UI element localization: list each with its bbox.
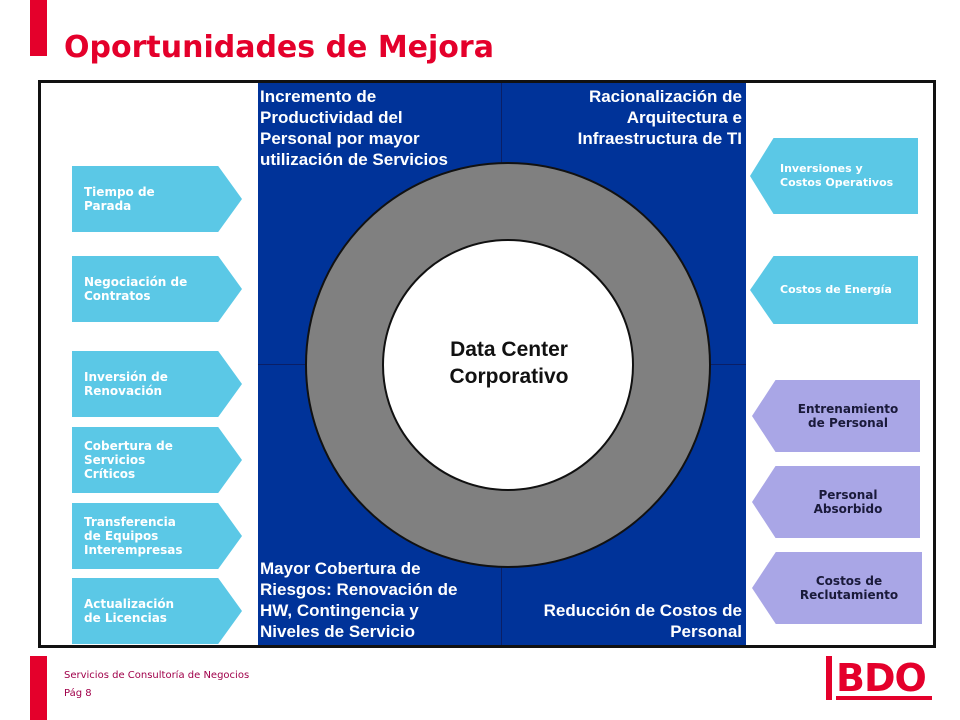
left-tag-inversion-de-renovacion: Inversión de Renovación <box>72 351 242 417</box>
right-tag-label: Costos de Energía <box>780 283 892 296</box>
left-tag-label: Transferencia de Equipos Interempresas <box>84 515 183 557</box>
left-tag-cobertura-de-servicios: Cobertura de Servicios Críticos <box>72 427 242 493</box>
logo-bar <box>826 656 832 700</box>
footer-company-text: Servicios de Consultoría de Negocios <box>64 670 250 681</box>
logo-text: BDO <box>836 656 927 700</box>
inner-circle <box>382 239 634 491</box>
quadrant-top-right-label: Racionalización de Arquitectura e Infrae… <box>577 87 742 148</box>
right-tag-costos-energia: Costos de Energía <box>750 256 918 324</box>
footer-page-number: Pág 8 <box>64 688 92 699</box>
center-label: Data Center Corporativo <box>449 338 569 388</box>
right-tag-inversiones-costos: Inversiones y Costos Operativos <box>750 138 918 214</box>
left-tag-tiempo-de-parada: Tiempo de Parada <box>72 166 242 232</box>
right-tag-costos-reclutamiento: Costos de Reclutamiento <box>752 552 922 624</box>
left-tag-label: Tiempo de Parada <box>84 185 155 213</box>
left-tag-label: Negociación de Contratos <box>84 275 188 303</box>
right-tag-personal-absorbido: Personal Absorbido <box>752 466 920 538</box>
slide-title: Oportunidades de Mejora <box>64 30 494 65</box>
bdo-logo: BDO <box>826 656 932 700</box>
left-tag-transferencia-de-equipos: Transferencia de Equipos Interempresas <box>72 503 242 569</box>
left-tag-actualizacion-de-licencias: Actualización de Licencias <box>72 578 242 644</box>
right-tag-label: Costos de Reclutamiento <box>799 574 899 602</box>
quadrant-bottom-right-label: Reducción de Costos de Personal <box>543 601 742 641</box>
right-tag-entrenamiento: Entrenamiento de Personal <box>752 380 920 452</box>
quadrant-bottom-left-label: Mayor Cobertura de Riesgos: Renovación d… <box>260 559 458 641</box>
top-accent-bar <box>30 0 47 56</box>
logo-underline <box>836 696 932 700</box>
bottom-accent-bar <box>30 656 47 720</box>
left-tag-label: Cobertura de Servicios Críticos <box>84 439 173 481</box>
left-tag-label: Inversión de Renovación <box>84 370 168 398</box>
quadrant-top-left-label: Incremento de Productividad del Personal… <box>260 87 449 169</box>
left-tag-negociacion-de-contratos: Negociación de Contratos <box>72 256 242 322</box>
left-tag-label: Actualización de Licencias <box>84 597 175 625</box>
right-tag-label: Personal Absorbido <box>813 488 883 516</box>
right-tag-label: Inversiones y Costos Operativos <box>780 162 894 189</box>
right-tag-label: Entrenamiento de Personal <box>797 402 899 430</box>
